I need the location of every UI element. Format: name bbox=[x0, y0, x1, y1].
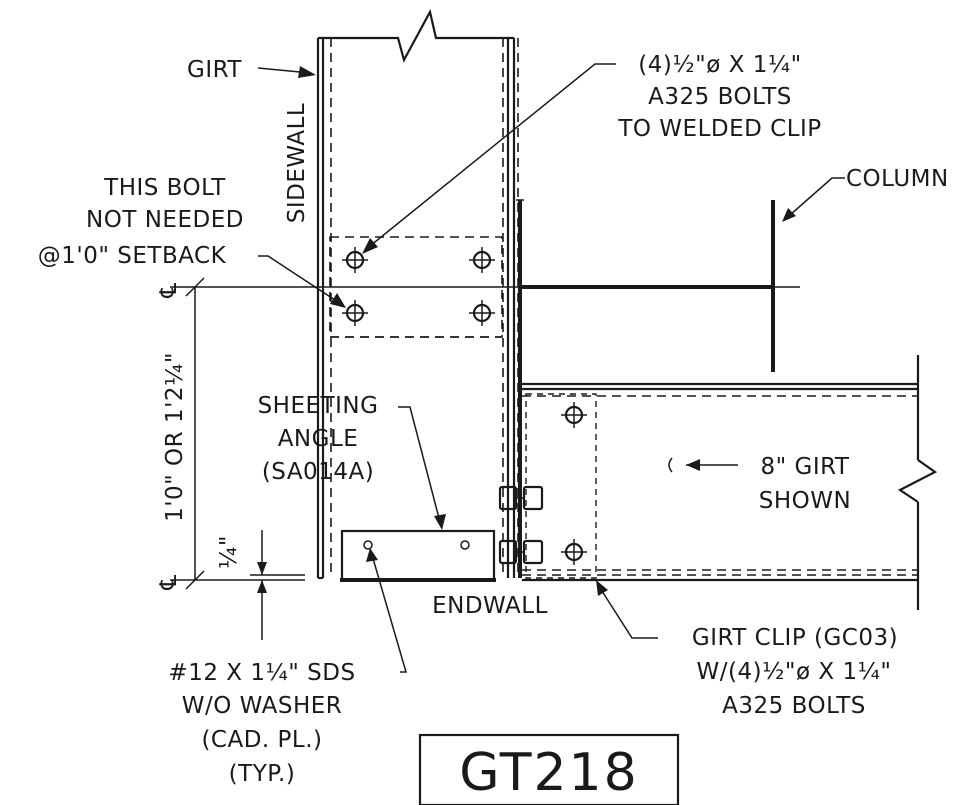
girt-shown-line2: SHOWN bbox=[759, 488, 851, 514]
sds-line2: W/O WASHER bbox=[182, 693, 343, 719]
sheeting-label-line1: SHEETING bbox=[258, 393, 379, 419]
bolt-symbol bbox=[469, 247, 495, 273]
bolt-nuts bbox=[498, 485, 544, 565]
girt-shown-line1: 8" GIRT bbox=[761, 454, 850, 480]
bolts-note-line2: A325 BOLTS bbox=[648, 84, 792, 110]
bolt-note-line1: THIS BOLT bbox=[103, 175, 226, 201]
bolt-symbol bbox=[342, 300, 368, 326]
bolt-note-line3: @1'0" SETBACK bbox=[38, 243, 227, 269]
detail-id-box: GT218 bbox=[418, 733, 680, 805]
bolt-symbol bbox=[561, 539, 587, 565]
endwall-label: ENDWALL bbox=[432, 593, 548, 619]
sidewall-girt bbox=[316, 8, 519, 580]
bolt-group-welded-clip bbox=[342, 247, 495, 326]
sheeting-angle bbox=[340, 529, 496, 582]
bolt-symbol bbox=[561, 402, 587, 428]
girt-clip-line2: W/(4)½"ø X 1¼" bbox=[697, 659, 892, 685]
bolt-symbol bbox=[342, 247, 368, 273]
girt-label: GIRT bbox=[187, 57, 242, 83]
vertical-dimension bbox=[185, 277, 205, 590]
girt-clip-line3: A325 BOLTS bbox=[722, 693, 866, 719]
bolt-symbol bbox=[469, 300, 495, 326]
column-label: COLUMN bbox=[846, 166, 949, 192]
detail-id: GT218 bbox=[459, 743, 638, 803]
bottom-centerline-symbol: ℄ bbox=[156, 574, 182, 590]
bolts-note-line1: (4)½"ø X 1¼" bbox=[638, 52, 801, 78]
sheeting-label-line2: ANGLE bbox=[278, 426, 359, 452]
centerline-symbol: ℄ bbox=[156, 282, 182, 298]
sheeting-label-line3: (SA014A) bbox=[262, 459, 374, 485]
sds-line4: (TYP.) bbox=[229, 761, 296, 787]
welded-clip bbox=[329, 236, 503, 338]
girt-clip bbox=[525, 393, 597, 579]
leaders bbox=[257, 63, 845, 673]
girt-clip-line1: GIRT CLIP (GC03) bbox=[692, 625, 898, 651]
endwall-girt bbox=[522, 355, 938, 610]
sidewall-label: SIDEWALL bbox=[284, 103, 310, 223]
sds-line3: (CAD. PL.) bbox=[201, 727, 322, 753]
dimension-quarter-text: ¼" bbox=[216, 535, 242, 569]
bolts-note-line3: TO WELDED CLIP bbox=[617, 116, 821, 142]
quarter-dimension bbox=[257, 530, 267, 640]
bolt-note-line2: NOT NEEDED bbox=[86, 207, 244, 233]
sds-line1: #12 X 1¼" SDS bbox=[168, 660, 355, 686]
dimension-vertical-text: 1'0" OR 1'2¼" bbox=[162, 352, 188, 522]
